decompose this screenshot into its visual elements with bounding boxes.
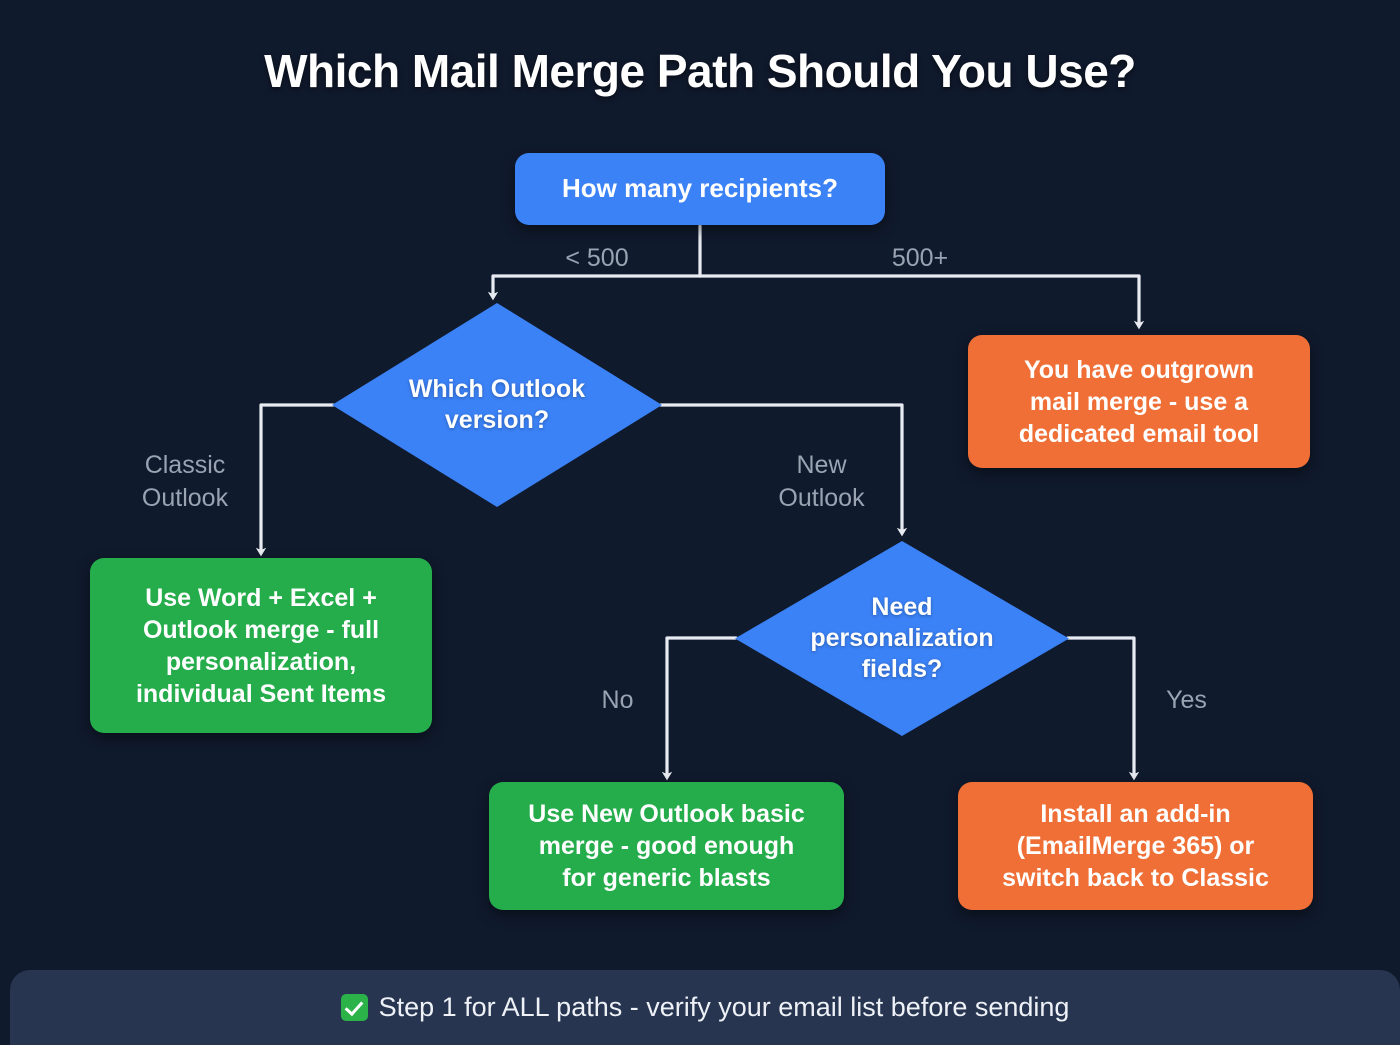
page-title: Which Mail Merge Path Should You Use? (264, 45, 1136, 97)
edge-label-no: No (601, 686, 634, 714)
node-use-word-excel-outlook-merge[interactable]: Use Word + Excel + Outlook merge - full … (90, 558, 432, 733)
edge-label-new-outlook: New Outlook (778, 451, 865, 512)
node-install-add-in[interactable]: Install an add-in (EmailMerge 365) or sw… (958, 782, 1313, 910)
edge-personalization-to-addin (1066, 636, 1140, 781)
node-use-new-outlook-basic-merge[interactable]: Use New Outlook basic merge - good enoug… (489, 782, 844, 910)
node-how-many-recipients[interactable]: How many recipients? (515, 153, 885, 225)
edge-label-yes: Yes (1166, 686, 1207, 714)
node-need-personalization-fields[interactable]: Need personalization fields? (735, 541, 1069, 736)
node-which-outlook-version-label: Which Outlook version? (408, 374, 586, 434)
edge-label-under-500: < 500 (565, 244, 629, 272)
footer-content: Step 1 for ALL paths - verify your email… (340, 992, 1070, 1023)
white-check-mark-icon (340, 994, 368, 1021)
node-outgrown-mail-merge[interactable]: You have outgrown mail merge - use a ded… (968, 335, 1310, 468)
node-which-outlook-version[interactable]: Which Outlook version? (332, 303, 662, 507)
edge-root-to-outlook-version (487, 274, 702, 301)
edge-outlook-version-to-classic (255, 403, 335, 557)
edge-label-over-500: 500+ (891, 244, 949, 272)
edge-root-to-outgrown (698, 274, 1145, 330)
edge-label-classic-outlook: Classic Outlook (141, 451, 229, 512)
footer-note: Step 1 for ALL paths - verify your email… (378, 992, 1070, 1022)
footer-bar: Step 1 for ALL paths - verify your email… (10, 970, 1400, 1045)
edge-personalization-to-basic-merge (661, 636, 738, 781)
node-need-personalization-fields-label: Need personalization fields? (810, 592, 994, 684)
